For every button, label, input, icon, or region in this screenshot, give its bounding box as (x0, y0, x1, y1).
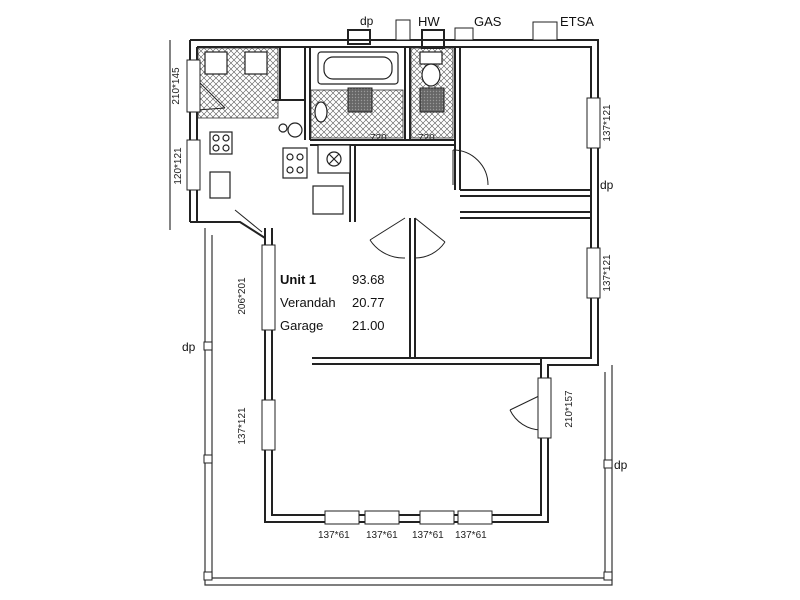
window-size-right-door: 210*157 (564, 390, 575, 428)
vanity-unit (347, 87, 373, 113)
downpipe-lower-right-label: dp (614, 458, 628, 472)
area-row-garage: Garage 21.00 (280, 318, 385, 333)
window-size-left-top: 210*145 (171, 67, 182, 105)
kitchen-fixtures (209, 131, 344, 215)
verandah-outline (169, 40, 613, 586)
gas-label: GAS (474, 14, 502, 29)
verandah-posts (203, 341, 613, 581)
window-size-bottom-4: 137*61 (455, 530, 487, 541)
basin (314, 101, 328, 123)
door-swings (196, 79, 542, 431)
downpipe-label: dp (360, 14, 374, 28)
area-label-garage: Garage (280, 318, 324, 333)
downpipe-right-label: dp (600, 178, 614, 192)
area-row-unit: Unit 1 93.68 (280, 272, 385, 287)
window-size-right-mid: 137*121 (602, 254, 613, 292)
area-value-garage: 21.00 (352, 318, 385, 333)
vanity-unit-2 (419, 87, 445, 113)
laundry-fixtures (204, 51, 308, 179)
downpipe-left-label: dp (182, 340, 196, 354)
etsa-label: ETSA (560, 14, 594, 29)
window-size-left-kitchen: 120*121 (173, 147, 184, 185)
hot-water-label: HW (418, 14, 440, 29)
door-size-label-2: 720 (418, 133, 435, 144)
bath (317, 51, 399, 85)
window-size-bottom-3: 137*61 (412, 530, 444, 541)
windows (186, 19, 601, 525)
area-row-verandah: Verandah 20.77 (280, 295, 385, 310)
window-size-bottom-1: 137*61 (318, 530, 350, 541)
window-size-right-top: 137*121 (602, 104, 613, 142)
internal-walls (272, 47, 591, 365)
window-size-bottom-2: 137*61 (366, 530, 398, 541)
toilet (419, 51, 443, 87)
door-size-label-1: 720 (370, 133, 387, 144)
area-label-verandah: Verandah (280, 295, 336, 310)
window-size-left-garage: 206*201 (237, 277, 248, 315)
shower (317, 144, 351, 174)
window-size-left-lower: 137*121 (237, 407, 248, 445)
area-value-unit: 93.68 (352, 272, 385, 287)
area-label-unit: Unit 1 (280, 272, 317, 287)
area-value-verandah: 20.77 (352, 295, 385, 310)
